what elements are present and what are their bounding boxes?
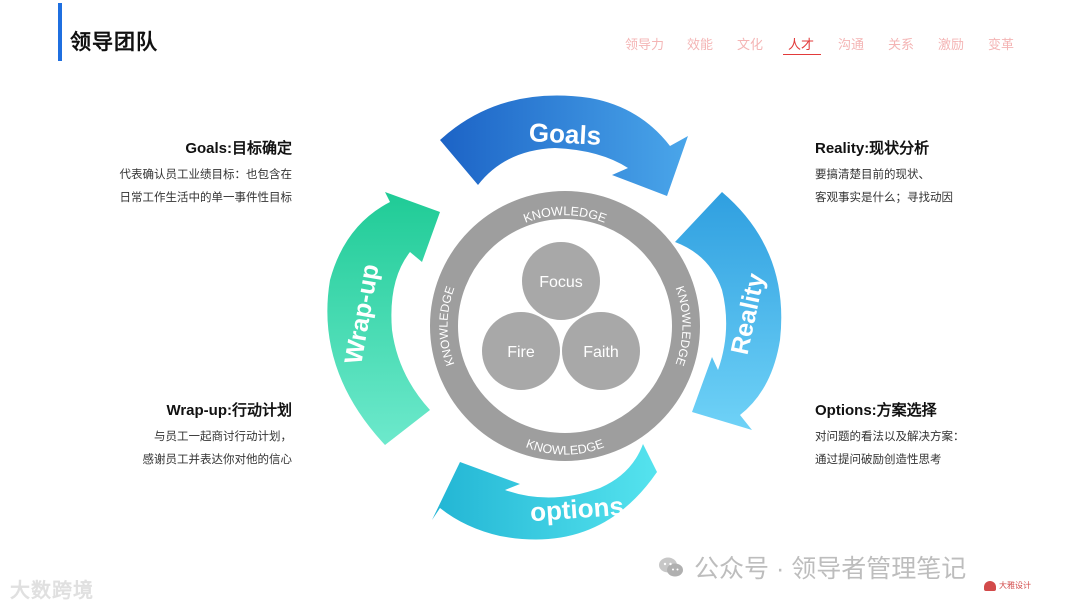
options-arrow-label: options (529, 491, 625, 527)
reality-line-1: 要搞清楚目前的现状、 (815, 169, 930, 181)
reality-line-2: 客观事实是什么；寻找动因 (815, 192, 953, 204)
options-title: Options:方案选择 (815, 402, 937, 419)
nav-item-relations[interactable]: 关系 (888, 37, 915, 52)
options-description: Options:方案选择 对问题的看法以及解决方案： 通过提问破励创造性思考 (815, 399, 1055, 472)
reality-description: Reality:现状分析 要搞清楚目前的现状、 客观事实是什么；寻找动因 (815, 137, 1055, 210)
title-accent-bar (58, 3, 62, 61)
nav-item-talent[interactable]: 人才 (788, 37, 815, 52)
small-brand-text: 大雅设计 (999, 581, 1031, 590)
goals-line-2: 日常工作生活中的单一事件性目标 (119, 192, 293, 204)
small-brand-logo: 大雅设计 (984, 580, 1031, 591)
nav-item-leadership[interactable]: 领导力 (625, 37, 665, 52)
knowledge-label-left: KNOWLEDGE (436, 284, 457, 368)
watermark-left: 大数跨境 (10, 580, 94, 602)
wrapup-line-2: 感谢员工并表达你对他的信心 (142, 454, 293, 466)
options-line-1: 对问题的看法以及解决方案： (815, 431, 965, 443)
wrapup-arrow (327, 192, 440, 445)
goals-description: Goals:目标确定 代表确认员工业绩目标：也包含在 日常工作生活中的单一事件性… (52, 137, 293, 210)
reality-title: Reality:现状分析 (815, 140, 930, 157)
wrapup-line-1: 与员工一起商讨行动计划， (154, 431, 292, 443)
knowledge-label-top: KNOWLEDGE (522, 204, 609, 226)
page-title: 领导团队 (70, 31, 158, 54)
watermark-right: 公众号 · 领导者管理笔记 (658, 549, 966, 585)
nav-item-efficiency[interactable]: 效能 (687, 37, 714, 52)
goals-arrow (440, 95, 688, 196)
reality-arrow (675, 192, 782, 430)
fire-label: Fire (507, 344, 535, 361)
faith-circle (560, 310, 642, 392)
wechat-icon (658, 556, 684, 578)
goals-title: Goals:目标确定 (185, 140, 292, 157)
focus-circle (520, 240, 602, 322)
faith-label: Faith (583, 344, 619, 361)
brand-mark-icon (984, 580, 996, 591)
options-arrow (432, 444, 657, 540)
watermark-right-text: 公众号 · 领导者管理笔记 (694, 555, 967, 583)
nav-item-motivation[interactable]: 激励 (938, 37, 965, 52)
focus-label: Focus (539, 274, 583, 291)
options-line-2: 通过提问破励创造性思考 (815, 454, 942, 466)
knowledge-label-bottom: KNOWLEDGE (524, 437, 606, 458)
nav-item-culture[interactable]: 文化 (737, 37, 764, 52)
active-nav-underline (783, 54, 821, 55)
nav-item-change[interactable]: 变革 (988, 37, 1015, 52)
nav-item-communication[interactable]: 沟通 (838, 37, 865, 52)
wrapup-description: Wrap-up:行动计划 与员工一起商讨行动计划， 感谢员工并表达你对他的信心 (52, 399, 293, 472)
knowledge-ring (430, 191, 700, 461)
knowledge-label-right: KNOWLEDGE (673, 284, 694, 368)
wrapup-title: Wrap-up:行动计划 (166, 402, 292, 419)
goals-line-1: 代表确认员工业绩目标：也包含在 (119, 169, 293, 181)
goals-arrow-label: Goals (528, 117, 602, 151)
